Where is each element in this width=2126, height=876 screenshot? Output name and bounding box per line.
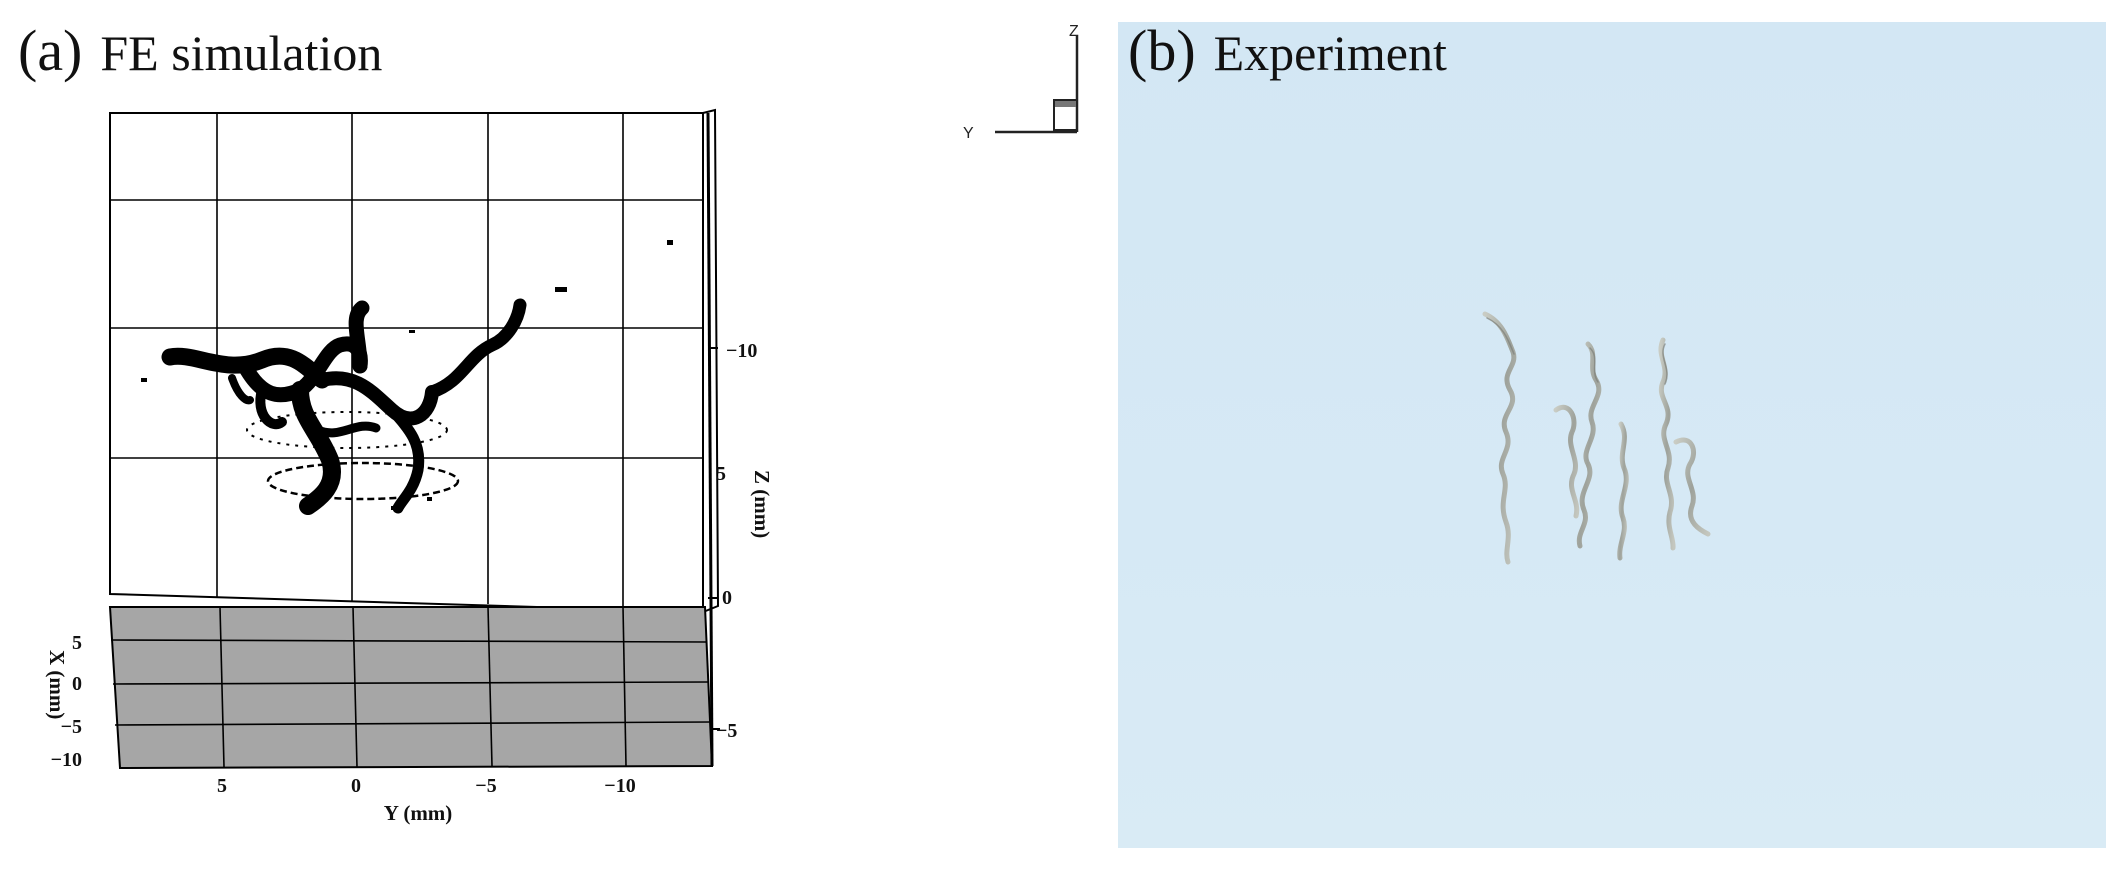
z-tick-3: 0 bbox=[722, 587, 732, 609]
panel-a-title: FE simulation bbox=[100, 25, 383, 81]
x-tick-2: 0 bbox=[72, 673, 82, 695]
x-tick-3: −5 bbox=[61, 716, 82, 738]
x-tick-4: −10 bbox=[51, 749, 82, 771]
z-axis-line bbox=[706, 112, 714, 767]
z-ticks: −10 5 0 −5 Z (mm) bbox=[708, 340, 774, 742]
triad-y-label: Y bbox=[963, 125, 974, 142]
cutting-path-ellipse bbox=[266, 461, 460, 501]
z-tick-1: −10 bbox=[726, 340, 757, 362]
y-tick-3: −5 bbox=[475, 775, 496, 797]
simulated-chips bbox=[161, 298, 527, 515]
x-axis-title: X (mm) bbox=[45, 650, 69, 719]
fe-simulation-plot: −10 5 0 −5 Z (mm) 5 0 −5 −10 X (mm) 5 0 … bbox=[45, 108, 774, 825]
z-tick-4: −5 bbox=[716, 720, 737, 742]
y-axis-title: Y (mm) bbox=[384, 801, 453, 825]
panel-b-letter: (b) bbox=[1128, 18, 1196, 83]
y-ticks: 5 0 −5 −10 Y (mm) bbox=[217, 775, 636, 825]
orientation-triad: Z Y bbox=[963, 23, 1079, 142]
experiment-chips bbox=[1482, 311, 1711, 565]
z-tick-2: 5 bbox=[716, 463, 726, 485]
chip-fragments bbox=[141, 240, 673, 510]
y-tick-4: −10 bbox=[604, 775, 635, 797]
x-tick-1: 5 bbox=[72, 632, 82, 654]
back-wall-grid bbox=[110, 113, 703, 608]
y-tick-1: 5 bbox=[217, 775, 227, 797]
panel-b-title: Experiment bbox=[1213, 25, 1447, 81]
x-ticks: 5 0 −5 −10 X (mm) bbox=[45, 632, 82, 771]
panel-a-letter: (a) bbox=[18, 18, 83, 83]
z-axis-title: Z (mm) bbox=[750, 470, 774, 538]
floor-plane bbox=[108, 606, 714, 770]
panel-a-heading: (a)FE simulation bbox=[18, 22, 382, 80]
triad-z-label: Z bbox=[1069, 23, 1079, 40]
floor-grid bbox=[110, 606, 712, 768]
experiment-photo bbox=[1118, 22, 2106, 848]
y-tick-2: 0 bbox=[351, 775, 361, 797]
cutting-path-ellipse-back bbox=[246, 411, 448, 449]
panel-b-heading: (b)Experiment bbox=[1128, 22, 1447, 80]
